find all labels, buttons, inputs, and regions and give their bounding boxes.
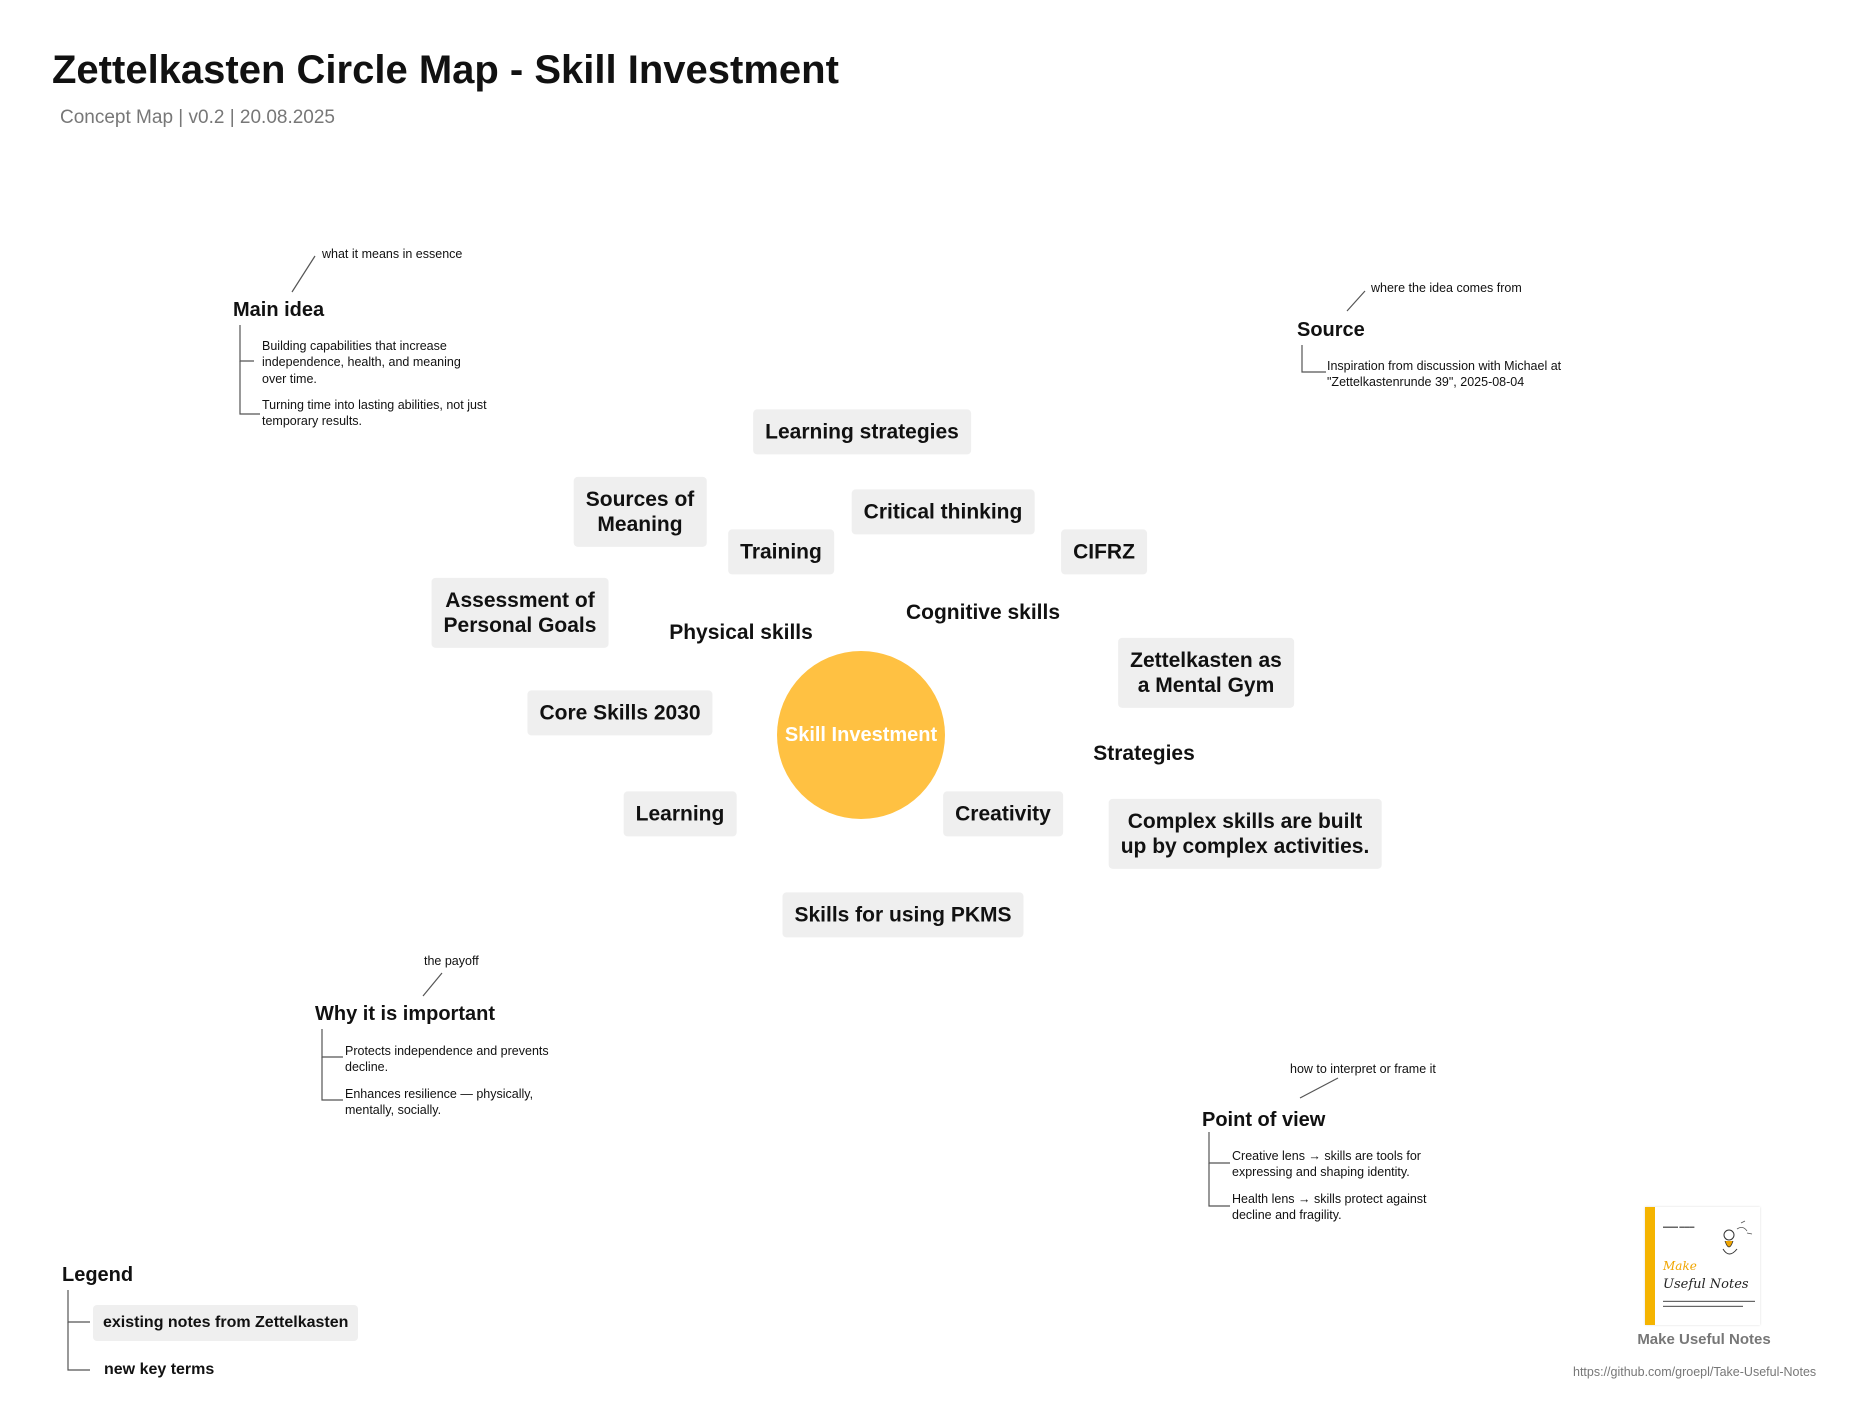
book-title-make: Make — [1663, 1259, 1697, 1273]
book-subtitle-line: ▬▬▬▬▬▬▬▬▬▬▬▬▬▬▬▬▬▬▬▬▬▬▬ ▬▬▬▬▬▬▬▬▬▬▬▬▬▬▬▬… — [1663, 1298, 1755, 1308]
note-assessment-personal-goals[interactable]: Assessment of Personal Goals — [431, 577, 609, 649]
note-skills-for-pkms[interactable]: Skills for using PKMS — [782, 892, 1024, 938]
note-creativity[interactable]: Creativity — [943, 791, 1063, 837]
why-important-item: Enhances resilience — physically, mental… — [345, 1087, 534, 1118]
term-strategies: Strategies — [1093, 742, 1195, 765]
term-physical-skills: Physical skills — [669, 621, 813, 644]
point-of-view-annotation: how to interpret or frame it — [1290, 1062, 1436, 1076]
point-of-view-item: Health lens → skills protect against dec… — [1232, 1192, 1427, 1223]
term-cognitive-skills: Cognitive skills — [905, 601, 1061, 624]
point-of-view-title: Point of view — [1202, 1109, 1326, 1131]
note-critical-thinking[interactable]: Critical thinking — [851, 489, 1035, 535]
legend-title: Legend — [62, 1264, 134, 1286]
source-item: Inspiration from discussion with Michael… — [1327, 359, 1562, 390]
book-caption: Make Useful Notes — [1637, 1331, 1771, 1348]
note-learning[interactable]: Learning — [623, 791, 737, 837]
why-important-item: Protects independence and prevents decli… — [345, 1044, 549, 1075]
book-figure-icon — [1722, 1220, 1753, 1255]
book-cover-image[interactable]: ▬▬▬ ▬▬▬ Make Useful Notes ▬▬▬▬▬▬▬▬▬▬▬▬▬▬… — [1645, 1207, 1760, 1325]
center-label: Skill Investment — [784, 723, 938, 746]
why-important-title: Why it is important — [315, 1003, 495, 1025]
note-zettelkasten-mental-gym[interactable]: Zettelkasten as a Mental Gym — [1118, 637, 1294, 709]
note-training[interactable]: Training — [728, 529, 834, 575]
repo-link[interactable]: https://github.com/groepl/Take-Useful-No… — [1573, 1365, 1817, 1379]
book-spine — [1645, 1207, 1655, 1325]
note-complex-skills[interactable]: Complex skills are built up by complex a… — [1108, 798, 1382, 870]
legend-new-key-terms: new key terms — [104, 1361, 215, 1378]
source-annotation: where the idea comes from — [1371, 281, 1522, 295]
main-idea-title: Main idea — [233, 299, 325, 321]
center-node-skill-investment: Skill Investment — [777, 651, 945, 819]
note-sources-of-meaning[interactable]: Sources of Meaning — [573, 476, 707, 548]
page-subtitle: Concept Map | v0.2 | 20.08.2025 — [60, 107, 335, 128]
book-author-line: ▬▬▬ ▬▬▬ — [1663, 1224, 1695, 1230]
source-title: Source — [1297, 319, 1365, 341]
legend-existing-notes: existing notes from Zettelkasten — [93, 1305, 359, 1341]
page-title: Zettelkasten Circle Map - Skill Investme… — [52, 48, 839, 92]
why-important-annotation: the payoff — [424, 954, 479, 968]
note-core-skills-2030[interactable]: Core Skills 2030 — [527, 690, 713, 736]
main-idea-item: Building capabilities that increase inde… — [262, 339, 461, 386]
book-title-useful-notes: Useful Notes — [1663, 1277, 1749, 1292]
main-idea-item: Turning time into lasting abilities, not… — [262, 398, 487, 429]
main-idea-annotation: what it means in essence — [322, 247, 463, 261]
note-learning-strategies[interactable]: Learning strategies — [753, 409, 971, 455]
point-of-view-item: Creative lens → skills are tools for exp… — [1232, 1149, 1421, 1180]
note-cifrz[interactable]: CIFRZ — [1061, 529, 1147, 575]
